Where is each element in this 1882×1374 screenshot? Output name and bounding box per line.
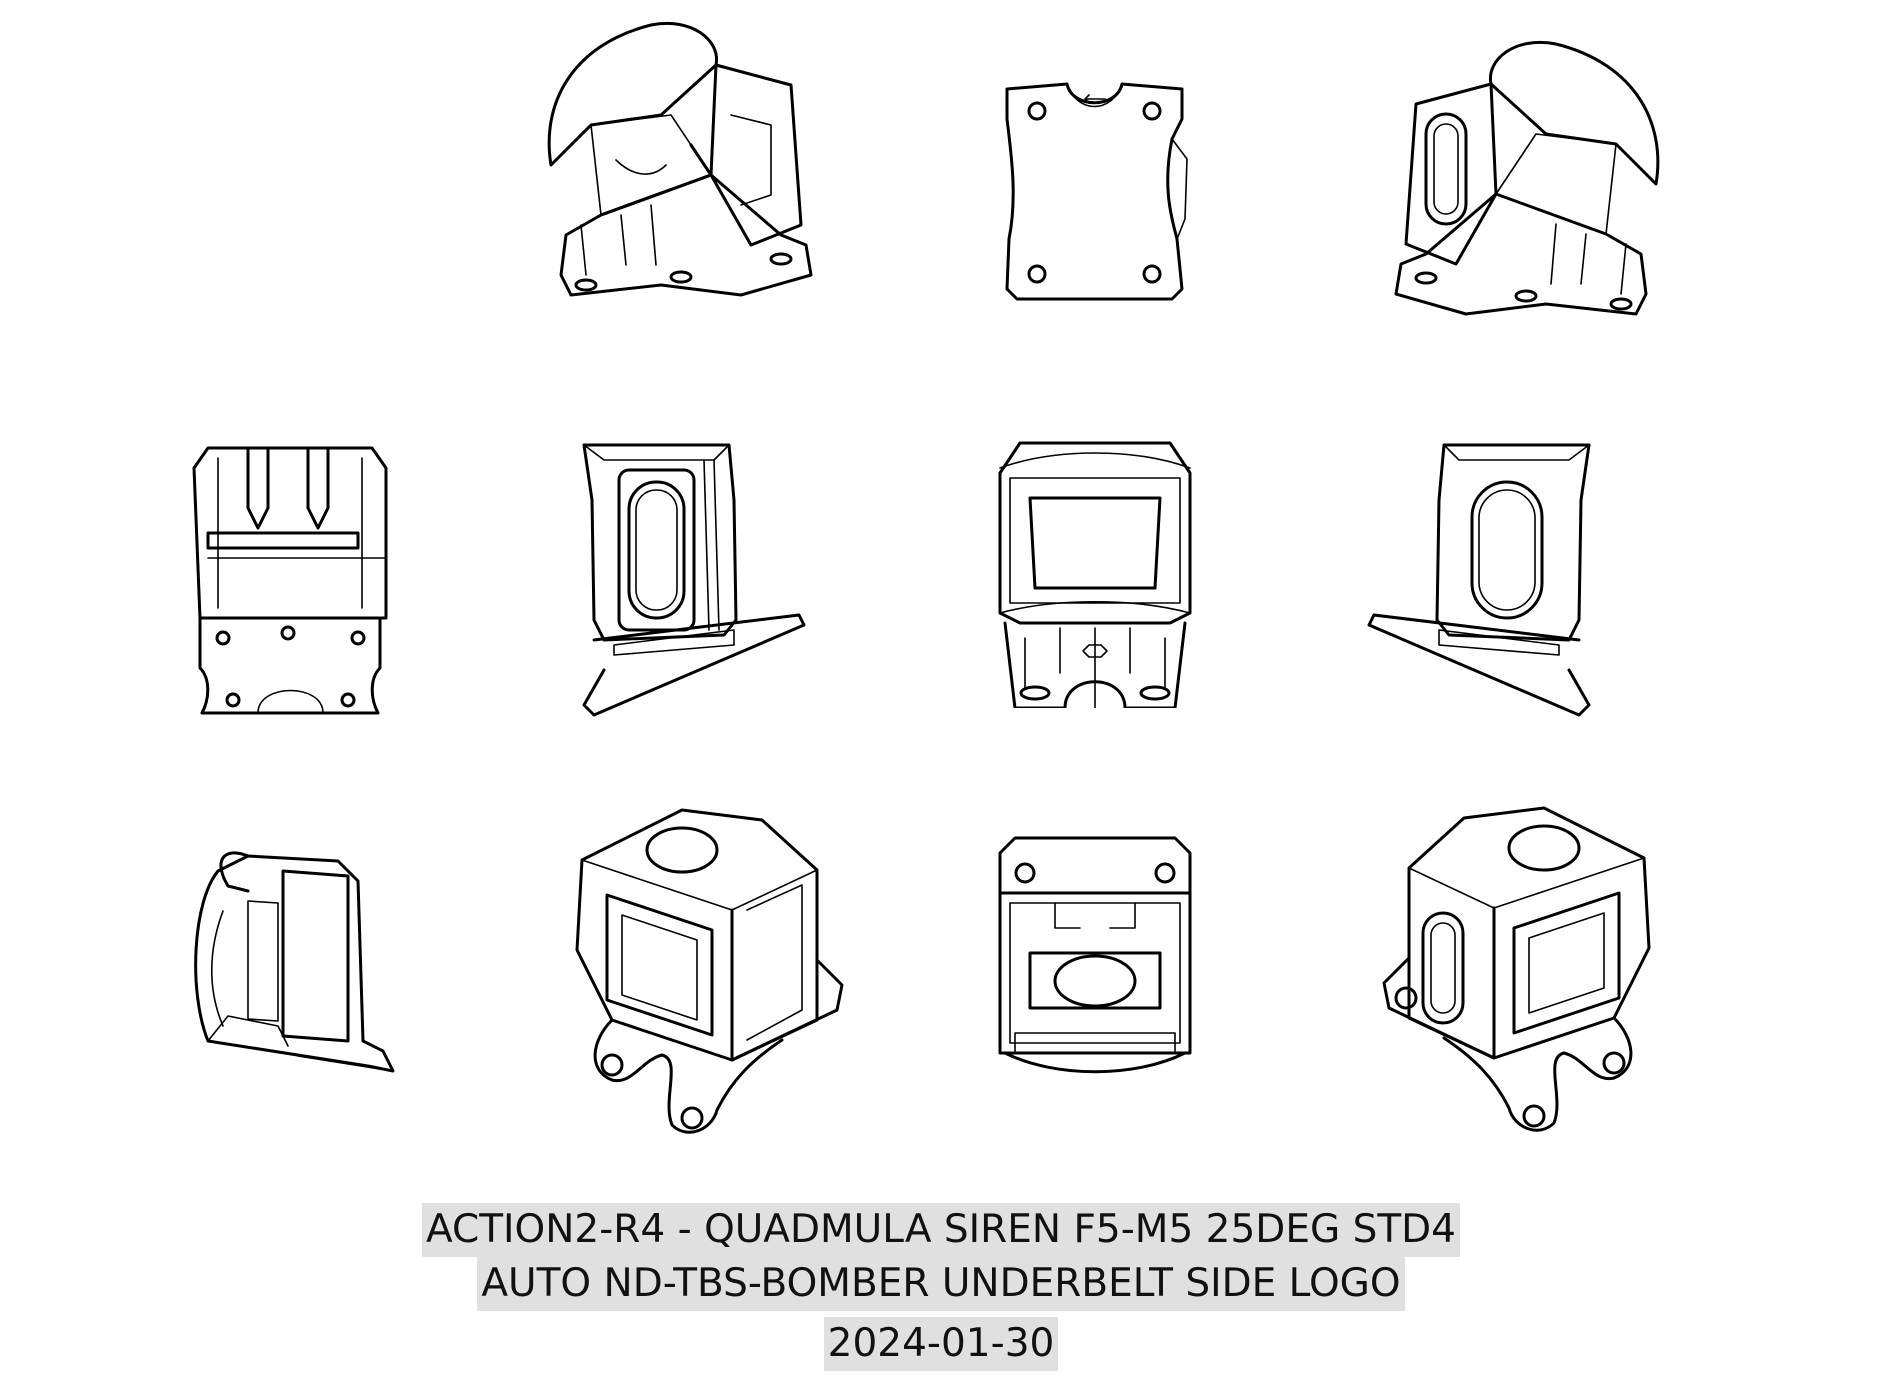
view-right-side (1367, 440, 1605, 721)
view-iso-front-left-bottom (572, 800, 845, 1141)
view-iso-front-left-top (541, 15, 817, 304)
title-line-1: ACTION2-R4 - QUADMULA SIREN F5-M5 25DEG … (421, 1203, 1460, 1257)
title-line-1-row: ACTION2-R4 - QUADMULA SIREN F5-M5 25DEG … (0, 1203, 1882, 1257)
view-iso-front-right-top (1390, 34, 1666, 331)
view-bottom-plate (997, 79, 1192, 302)
view-left-side (574, 440, 806, 721)
view-iso-front-right-bottom (1378, 798, 1654, 1137)
title-line-2: AUTO ND-TBS-BOMBER UNDERBELT SIDE LOGO (477, 1257, 1405, 1311)
view-iso-tilted-side (188, 841, 404, 1076)
view-front (995, 438, 1195, 708)
view-top (995, 833, 1195, 1082)
view-rear (188, 438, 392, 720)
drawing-date: 2024-01-30 (823, 1317, 1059, 1371)
title-line-2-row: AUTO ND-TBS-BOMBER UNDERBELT SIDE LOGO (0, 1257, 1882, 1311)
date-row: 2024-01-30 (0, 1317, 1882, 1371)
